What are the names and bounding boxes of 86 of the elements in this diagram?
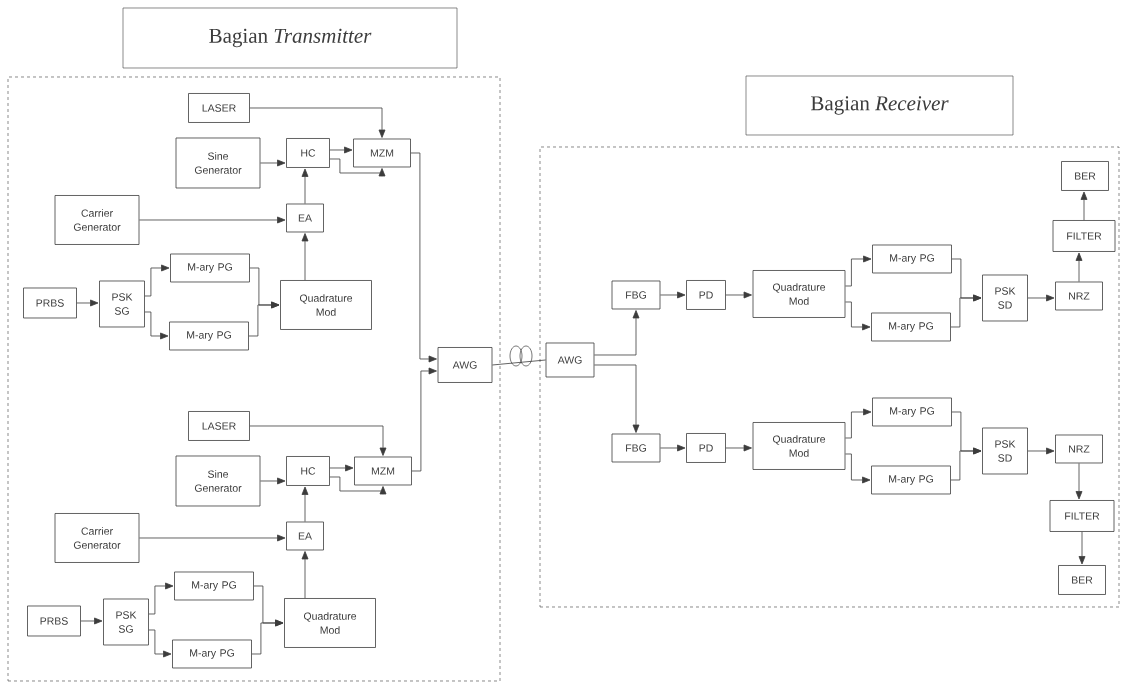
block-box: BER [1061, 161, 1109, 191]
arrow [1075, 463, 1083, 500]
block-box: Sine Generator [175, 455, 261, 507]
arrow [301, 168, 309, 204]
block-box: PSK SG [103, 598, 149, 646]
block-box: NRZ [1055, 281, 1103, 311]
arrow [410, 152, 437, 363]
arrow [1027, 294, 1055, 302]
arrow [660, 291, 686, 299]
block-box: AWG [545, 342, 595, 378]
block-box: Sine Generator [175, 137, 261, 189]
arrow [845, 255, 872, 287]
block-box: PRBS [27, 605, 81, 637]
block-box: Quadrature Mod [284, 598, 376, 648]
arrow [76, 299, 99, 307]
block-box: Carrier Generator [54, 195, 140, 245]
block-box: PSK SG [99, 280, 145, 328]
block-box: Carrier Generator [54, 513, 140, 563]
section-heading: Bagian Transmitter [122, 7, 458, 69]
arrow [139, 216, 286, 224]
arrow [660, 444, 686, 452]
block-box: HC [286, 138, 330, 168]
block-box: PD [686, 433, 726, 463]
arrow [845, 453, 871, 484]
arrow [148, 582, 174, 615]
block-box: M-ary PG [872, 244, 952, 274]
block-box: AWG [437, 347, 493, 383]
arrow [260, 159, 286, 167]
arrow [329, 476, 387, 495]
arrow [329, 464, 354, 472]
arrow [249, 425, 387, 456]
arrow [148, 629, 172, 658]
block-box: LASER [188, 93, 250, 123]
block-box: HC [286, 456, 330, 486]
block-box: BER [1058, 565, 1106, 595]
arrow [725, 291, 752, 299]
block-box: FILTER [1052, 220, 1116, 252]
arrow [251, 619, 284, 655]
arrow [139, 534, 286, 542]
block-box: M-ary PG [174, 571, 254, 601]
block-box: FBG [611, 433, 661, 463]
block-box: M-ary PG [871, 465, 951, 495]
arrow [249, 107, 386, 138]
block-box: EA [286, 521, 324, 551]
arrow [1078, 531, 1086, 565]
block-box: MZM [354, 456, 412, 486]
arrow [301, 233, 309, 281]
arrow [329, 146, 353, 154]
arrow [725, 444, 752, 452]
block-box: M-ary PG [172, 639, 252, 669]
block-box: M-ary PG [871, 312, 951, 342]
arrow [260, 477, 286, 485]
block-box: M-ary PG [872, 397, 952, 427]
arrow [80, 617, 103, 625]
arrow [144, 311, 169, 340]
block-box: Quadrature Mod [752, 422, 846, 470]
block-box: M-ary PG [170, 253, 250, 283]
arrow [845, 408, 872, 439]
block-box: PRBS [23, 287, 77, 319]
block-box: EA [286, 203, 324, 233]
block-box: PSK SD [982, 427, 1028, 475]
block-box: MZM [353, 138, 411, 168]
block-box: PSK SD [982, 274, 1028, 322]
block-box: PD [686, 280, 726, 310]
arrow [144, 264, 170, 297]
block-box: M-ary PG [169, 321, 249, 351]
block-box: FBG [611, 280, 661, 310]
arrow [594, 310, 640, 356]
arrow [1080, 191, 1088, 221]
arrow [950, 294, 982, 328]
arrow [329, 158, 386, 177]
arrow [950, 447, 982, 481]
block-box: Quadrature Mod [280, 280, 372, 330]
section-heading: Bagian Receiver [745, 75, 1014, 136]
block-box: NRZ [1055, 434, 1103, 464]
arrow [1075, 252, 1083, 282]
arrow [845, 301, 871, 331]
block-box: LASER [188, 411, 250, 441]
arrow [411, 367, 437, 472]
arrow [301, 486, 309, 522]
block-box: Quadrature Mod [752, 270, 846, 318]
arrow [248, 301, 280, 337]
block-box: FILTER [1049, 500, 1115, 532]
arrow [1027, 447, 1055, 455]
arrow [301, 551, 309, 599]
arrow [594, 364, 640, 433]
